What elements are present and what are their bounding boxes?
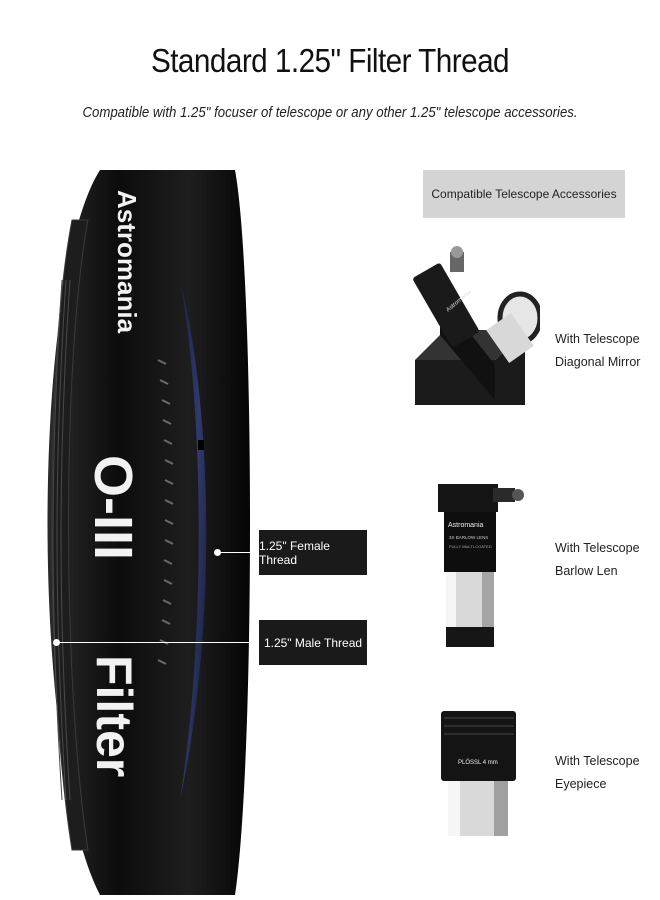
female-thread-marker (214, 549, 221, 556)
accessory-label-line1: With Telescope (555, 541, 640, 555)
barlow-brand: Astromania (448, 522, 484, 529)
accessory-label-line2: Diagonal Mirror (555, 355, 641, 369)
accessories-header: Compatible Telescope Accessories (423, 170, 625, 218)
male-thread-callout: 1.25" Male Thread (259, 620, 367, 665)
barlow-engraving-2: FULLY MULTI-COATED (449, 544, 492, 549)
barlow-engraving-1: 3X BARLOW LENS (449, 535, 488, 540)
accessory-label-line1: With Telescope (555, 332, 640, 346)
filter-type-engraving: Filter (86, 655, 142, 777)
accessory-label-eyepiece: With Telescope Eyepiece (555, 750, 640, 796)
male-thread-marker (53, 639, 60, 646)
oiii-filter-image: Astromania O-III Filter (47, 170, 250, 895)
accessory-label-diagonal: With Telescope Diagonal Mirror (555, 328, 640, 374)
female-thread-callout: 1.25" Female Thread (259, 530, 367, 575)
accessory-label-line1: With Telescope (555, 754, 640, 768)
filter-name-engraving: O-III (83, 455, 143, 560)
eyepiece-icon: PLÖSSL 4 mm (441, 711, 516, 836)
filter-brand-engraving: Astromania (112, 190, 142, 334)
female-thread-leader (218, 552, 260, 553)
barlow-lens-icon: Astromania 3X BARLOW LENS FULLY MULTI-CO… (438, 484, 524, 647)
accessory-label-barlow: With Telescope Barlow Len (555, 537, 640, 583)
male-thread-leader (57, 642, 259, 643)
eyepiece-engraving: PLÖSSL 4 mm (458, 759, 498, 766)
accessory-label-line2: Barlow Len (555, 564, 618, 578)
page-subtitle: Compatible with 1.25" focuser of telesco… (82, 104, 578, 121)
accessory-label-line2: Eyepiece (555, 777, 607, 791)
page-title: Standard 1.25" Filter Thread (150, 42, 510, 79)
diagonal-mirror-icon: Astromania (413, 246, 540, 405)
